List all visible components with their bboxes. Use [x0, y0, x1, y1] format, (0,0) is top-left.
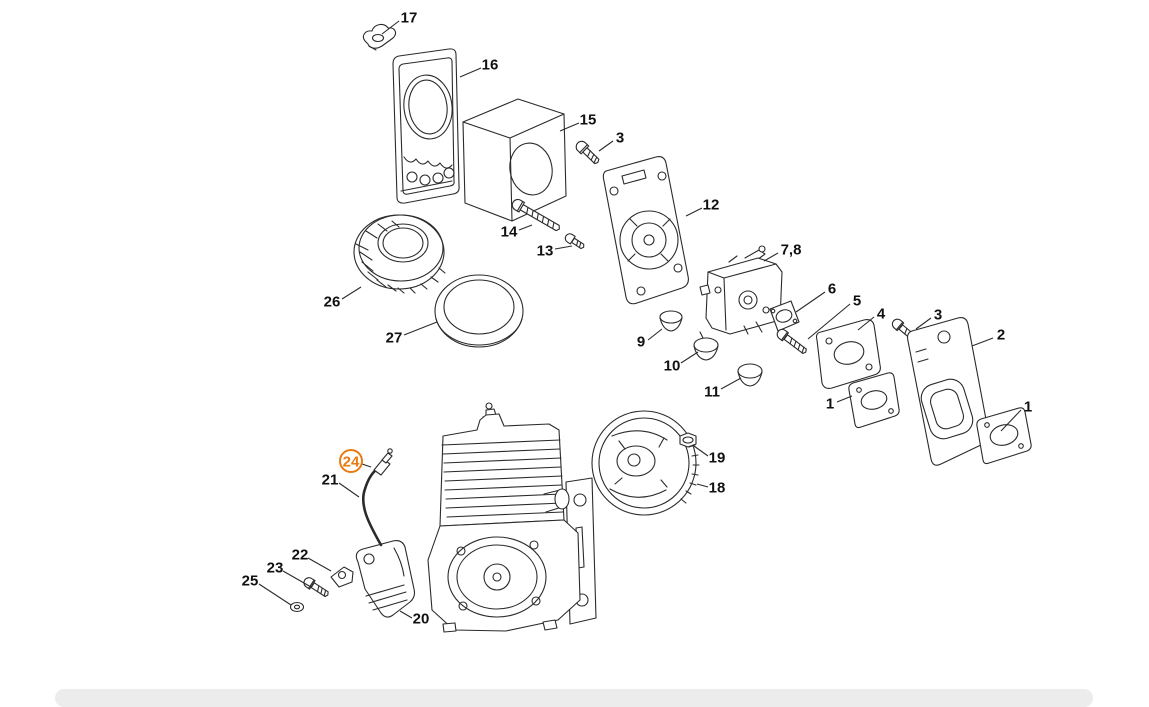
part-19-flywheel-nut — [679, 432, 697, 448]
part-20-ignition-coil — [355, 540, 416, 618]
part-7-8-carburetor — [699, 245, 783, 335]
callout-leader-2 — [971, 337, 994, 347]
part-25-washer — [289, 601, 305, 613]
callout-label-4: 4 — [877, 305, 886, 322]
callout-leader-18 — [696, 483, 709, 488]
callout-label-10: 10 — [664, 357, 681, 374]
callout-label-2: 2 — [997, 326, 1005, 343]
part-22-clamp — [330, 566, 354, 588]
callout-leader-14 — [518, 224, 533, 231]
callout-label-7_8: 7,8 — [781, 241, 802, 258]
callout-leader-19 — [693, 445, 709, 457]
part-15-filter-block — [462, 98, 567, 222]
callout-label-20: 20 — [413, 610, 430, 627]
callout-label-3b: 3 — [934, 306, 942, 323]
callout-leader-11 — [720, 377, 742, 390]
callout-leader-6 — [795, 291, 826, 313]
callout-leader-1a — [836, 395, 853, 403]
callout-label-9: 9 — [637, 333, 645, 350]
callout-label-21: 21 — [322, 471, 339, 488]
part-9-intake-plug — [659, 310, 683, 332]
callout-leader-3a — [598, 140, 614, 152]
part-16-air-filter-base — [392, 48, 460, 204]
callout-label-1b: 1 — [1024, 398, 1032, 415]
part-27-filter-sleeve — [434, 274, 524, 348]
part-18-flywheel — [591, 410, 700, 516]
callout-label-23: 23 — [267, 559, 284, 576]
callout-leader-15 — [559, 122, 580, 132]
callout-label-18: 18 — [709, 479, 726, 496]
callout-label-25: 25 — [242, 572, 259, 589]
part-1-gasket-left — [848, 372, 900, 429]
callout-label-16: 16 — [482, 56, 499, 73]
callout-label-13: 13 — [537, 242, 554, 259]
callout-label-12: 12 — [703, 196, 720, 213]
callout-leader-3b — [915, 317, 932, 330]
callout-label-11: 11 — [704, 383, 720, 400]
part-10-intake-plug — [693, 331, 719, 361]
callout-leader-4 — [857, 316, 875, 331]
part-4-carburetor-flange — [815, 319, 881, 389]
part-26-air-filter-element — [353, 214, 446, 294]
part-12-carb-box-cover — [602, 156, 689, 305]
callout-label-14: 14 — [501, 223, 518, 240]
part-13-screw — [564, 233, 585, 250]
callout-leader-25 — [258, 583, 292, 606]
callout-leader-5 — [807, 303, 851, 340]
part-1-gasket-right — [976, 407, 1032, 465]
callout-label-19: 19 — [709, 449, 726, 466]
callout-leader-27 — [403, 321, 438, 336]
callout-label-27: 27 — [386, 329, 403, 346]
callout-leader-13 — [554, 245, 573, 250]
callout-label-5: 5 — [853, 292, 861, 309]
callout-label-17: 17 — [401, 9, 418, 26]
part-5-screw — [776, 328, 807, 355]
callout-label-22: 22 — [292, 546, 309, 563]
callout-leader-16 — [459, 67, 482, 78]
callout-leader-21 — [338, 482, 360, 498]
callout-label-6: 6 — [828, 280, 836, 297]
callout-leader-23 — [282, 570, 312, 588]
callout-label-3a: 3 — [616, 129, 624, 146]
callout-leader-20 — [399, 610, 413, 619]
callout-leader-17 — [381, 20, 400, 35]
callout-highlight-ring-24 — [339, 449, 363, 473]
part-21-spark-plug-wire — [361, 448, 393, 547]
footer-bar — [55, 689, 1093, 707]
callout-label-1a: 1 — [826, 395, 834, 412]
callout-leader-1b — [1000, 409, 1022, 432]
callout-label-26: 26 — [324, 293, 341, 310]
part-17-wing-screw — [362, 23, 397, 51]
part-23-screw — [303, 577, 329, 598]
callout-leader-24 — [361, 463, 372, 468]
callout-label-15: 15 — [580, 111, 597, 128]
callout-leader-9 — [647, 328, 663, 341]
part-6-gasket — [769, 300, 800, 332]
part-2-muffler — [906, 317, 989, 466]
part-3-screw-upper — [575, 140, 600, 165]
callout-leader-10 — [680, 351, 699, 364]
callout-label-24: 24 — [343, 453, 360, 470]
callout-leader-22 — [307, 557, 332, 572]
callout-leader-26 — [341, 286, 362, 300]
callout-leader-12 — [685, 207, 703, 217]
part-11-intake-plug — [737, 363, 763, 387]
part-engine-cylinder — [427, 402, 597, 633]
callout-leader-7_8 — [763, 252, 779, 262]
part-14-screw — [511, 199, 560, 232]
